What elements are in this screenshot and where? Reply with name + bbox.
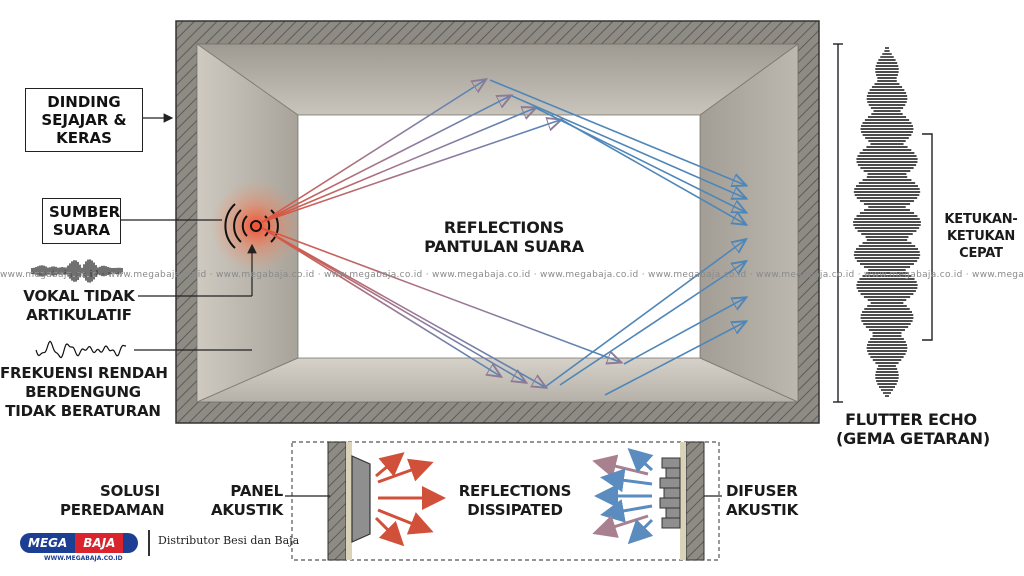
knocks-bracket [922,133,933,341]
label-sound-source: SUMBER SUARA [42,198,121,244]
watermark: www.megabaja.co.id · www.megabaja.co.id … [0,270,1024,280]
label-reflections: REFLECTIONS PANTULAN SUARA [424,218,584,256]
brand-tagline: Distributor Besi dan Baja [158,534,300,547]
reflection-arrows [261,80,745,396]
vocal-waveform [31,259,123,283]
label-parallel-walls: DINDING SEJAJAR & KERAS [25,88,143,152]
brand-logo: MEGA BAJA [20,533,138,553]
label-flutter-echo: FLUTTER ECHO (GEMA GETARAN) [836,410,990,448]
label-rapid-knocks: KETUKAN- KETUKAN CEPAT [944,212,1018,261]
label-acoustic-panel: PANEL AKUSTIK [211,482,283,519]
sound-source-icon [210,180,302,272]
acoustic-panel-icon [351,455,371,543]
solution-section [285,441,722,561]
label-vocal: VOKAL TIDAK ARTIKULATIF [23,287,135,324]
label-solution: SOLUSI PEREDAMAN [60,482,165,519]
label-reflections-dissipated: REFLECTIONS DISSIPATED [458,482,572,519]
panel-dissipation-arrows [374,452,446,547]
brand-url: WWW.MEGABAJA.CO.ID [44,555,123,562]
diffuser-dissipation-arrows [592,447,654,545]
acoustic-diffuser-icon [659,457,681,529]
callout-lines [121,113,257,351]
brand-separator [148,530,150,556]
flutter-echo-waveform [853,47,921,397]
low-frequency-waveform [35,340,127,359]
label-acoustic-diffuser: DIFUSER AKUSTIK [726,482,798,519]
label-low-frequency: FREKUENSI RENDAH BERDENGUNG TIDAK BERATU… [0,364,168,420]
